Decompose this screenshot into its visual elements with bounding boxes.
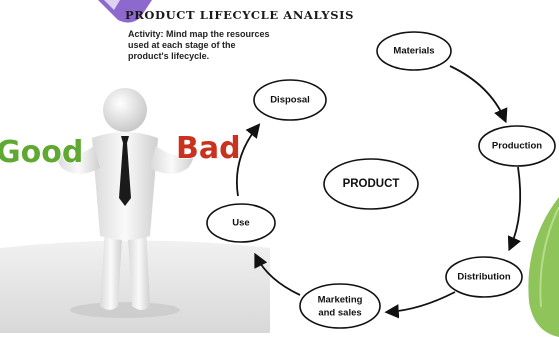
stage-node-disposal: Disposal (253, 79, 327, 121)
corner-tag-icon (98, 0, 152, 23)
bad-label: Bad (176, 131, 241, 166)
person-illustration: Good Bad (0, 88, 270, 333)
stage-label-materials: Materials (393, 46, 434, 57)
leaf-icon (528, 197, 559, 337)
good-label: Good (0, 135, 83, 170)
stage-label-use: Use (232, 218, 249, 229)
stage-label-distribution: Distribution (457, 272, 510, 283)
page-title: PRODUCT LIFECYCLE ANALYSIS (125, 8, 355, 22)
arrow-materials-to-production (449, 65, 508, 124)
activity-instructions: Activity: Mind map the resources used at… (128, 29, 270, 61)
arrow-production-to-distribution (507, 166, 522, 252)
stage-node-materials: Materials (376, 31, 452, 71)
stage-node-production: Production (478, 125, 556, 167)
stage-node-use: Use (206, 203, 276, 243)
stage-label-disposal: Disposal (270, 95, 310, 106)
stage-node-distribution: Distribution (445, 256, 523, 298)
stage-label-marketing-line1: Marketing (318, 295, 363, 306)
arrow-use-to-disposal (236, 123, 261, 197)
product-center-node: PRODUCT (323, 158, 419, 210)
stage-node-marketing: Marketing and sales (299, 283, 381, 329)
arrow-distribution-to-marketing (384, 291, 456, 319)
product-label: PRODUCT (343, 178, 400, 190)
arrow-marketing-to-use (254, 252, 301, 296)
stage-label-production: Production (492, 141, 542, 152)
stage-label-marketing-line2: and sales (318, 308, 361, 319)
